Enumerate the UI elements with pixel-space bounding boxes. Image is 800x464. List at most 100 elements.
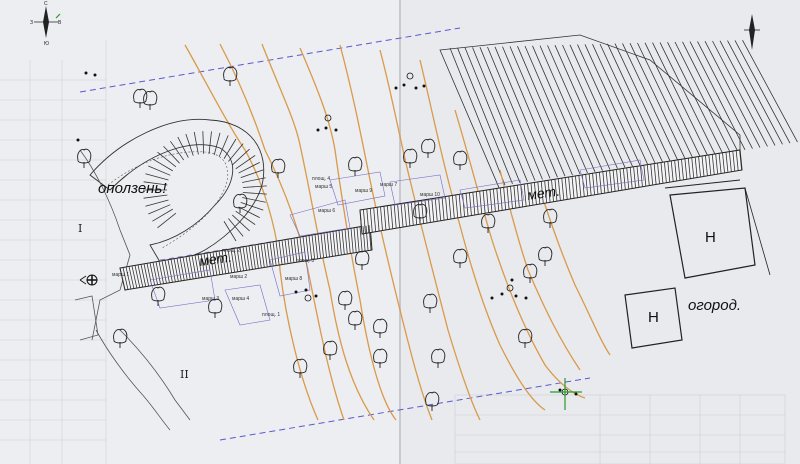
hatch-line bbox=[233, 248, 239, 272]
hatch-line bbox=[232, 214, 250, 232]
hatch-line bbox=[227, 249, 233, 273]
hatch-line bbox=[240, 201, 264, 211]
hatch-line bbox=[365, 225, 369, 251]
hatch-line bbox=[687, 158, 691, 179]
hatch-line bbox=[239, 247, 244, 271]
ravine-edge-2 bbox=[95, 329, 171, 431]
hatch-line bbox=[191, 255, 197, 279]
hatch-line bbox=[602, 171, 606, 194]
hatch-line bbox=[677, 159, 681, 181]
landing-label: площ. 1 bbox=[262, 312, 280, 318]
tree-icon bbox=[425, 391, 440, 411]
hatch-line bbox=[441, 197, 445, 221]
hatch-line bbox=[472, 47, 528, 182]
hatch-line bbox=[251, 245, 256, 269]
hatch-line bbox=[242, 192, 267, 195]
hatch-line bbox=[221, 250, 227, 274]
hatch-line bbox=[569, 44, 626, 168]
hatch-line bbox=[510, 186, 513, 209]
hatch-line bbox=[338, 230, 342, 255]
hatch-line bbox=[554, 179, 558, 202]
section-label-2: II bbox=[180, 368, 189, 381]
hatch-line bbox=[637, 42, 693, 158]
hatch-line bbox=[496, 188, 500, 211]
hatch-line bbox=[335, 230, 339, 256]
landing-label: площ. 4 bbox=[312, 176, 330, 182]
hatch-line bbox=[193, 131, 199, 155]
hatch-line bbox=[540, 181, 544, 204]
hatch-line bbox=[506, 186, 510, 210]
hatch-line bbox=[353, 227, 357, 253]
landslide-label: оползень! bbox=[98, 180, 167, 197]
hatch-line bbox=[735, 150, 739, 171]
hatch-line bbox=[727, 40, 783, 145]
hatch-line bbox=[314, 234, 319, 259]
hatch-line bbox=[431, 198, 435, 222]
hatch-line bbox=[448, 195, 452, 220]
hatch-line bbox=[644, 42, 701, 157]
hatch-line bbox=[449, 47, 506, 186]
house-2: Н bbox=[624, 287, 683, 349]
hatch-line bbox=[595, 172, 599, 195]
material-label-1: мет. bbox=[198, 249, 233, 269]
landing-label: площ. 3 bbox=[296, 258, 314, 264]
hatch-line bbox=[657, 162, 660, 184]
hatch-line bbox=[236, 247, 241, 272]
march-label: марш 8 bbox=[285, 276, 302, 282]
hatch-line bbox=[383, 206, 387, 231]
hatch-line bbox=[386, 205, 390, 230]
hatch-line bbox=[248, 245, 253, 270]
garden-label: огород. bbox=[688, 297, 741, 314]
hatch-line bbox=[218, 135, 229, 157]
hatch-line bbox=[564, 177, 568, 200]
hatch-line bbox=[369, 208, 373, 233]
tree-icon bbox=[453, 150, 468, 170]
hatch-line bbox=[373, 207, 377, 232]
hatch-line bbox=[170, 259, 176, 282]
hatch-line bbox=[257, 244, 262, 268]
hatch-line bbox=[203, 253, 209, 277]
hatch-line bbox=[660, 162, 664, 184]
hatch-line bbox=[516, 185, 520, 208]
hatch-line bbox=[380, 206, 383, 231]
hatch-line bbox=[155, 261, 161, 285]
hatch-line bbox=[728, 151, 732, 172]
retaining-wall bbox=[74, 295, 99, 341]
hatch-line bbox=[502, 46, 558, 178]
hatch-line bbox=[712, 40, 768, 147]
hatch-line bbox=[145, 199, 169, 207]
hatch-line bbox=[561, 178, 565, 201]
hatch-line bbox=[278, 240, 283, 265]
boundary-top bbox=[79, 27, 461, 93]
hatch-line bbox=[629, 167, 633, 189]
hatch-line bbox=[341, 229, 345, 255]
hatch-line bbox=[152, 158, 173, 172]
march-label: марш 5 bbox=[315, 184, 332, 190]
tree-icon bbox=[133, 88, 148, 108]
hatch-line bbox=[646, 164, 650, 186]
hatch-line bbox=[287, 239, 292, 264]
hatch-line bbox=[622, 168, 626, 190]
hatch-line bbox=[520, 184, 524, 207]
hatch-line bbox=[652, 42, 708, 156]
hatch-line bbox=[245, 246, 250, 270]
hatch-line bbox=[366, 208, 370, 233]
hatch-line bbox=[344, 229, 348, 255]
hatch-line bbox=[725, 152, 729, 173]
hatch-line bbox=[143, 194, 168, 199]
march-label: марш 4 bbox=[232, 296, 249, 302]
hatch-line bbox=[537, 181, 541, 205]
house-1: Н bbox=[664, 179, 771, 279]
tree-icon bbox=[223, 66, 238, 86]
hatch-line bbox=[397, 204, 401, 228]
hatch-line bbox=[263, 243, 268, 268]
hatch-line bbox=[667, 42, 723, 154]
tree-icon bbox=[373, 318, 388, 338]
hatch-line bbox=[308, 235, 313, 260]
hatch-line bbox=[607, 43, 663, 163]
hatch-line bbox=[119, 267, 126, 291]
march-label: марш 1 bbox=[112, 272, 129, 278]
hatch-line bbox=[143, 263, 150, 287]
hatch-line bbox=[636, 166, 640, 188]
tree-icon bbox=[348, 156, 363, 176]
